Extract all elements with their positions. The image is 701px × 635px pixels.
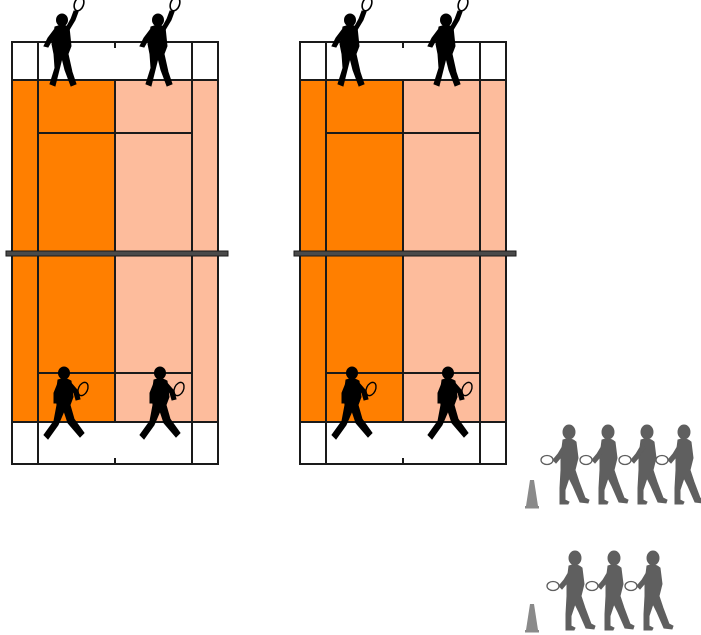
court-right	[294, 0, 516, 464]
waiting-player	[625, 551, 673, 630]
waiting-player	[580, 425, 628, 504]
queue-upper	[525, 425, 701, 509]
queue-lower	[525, 551, 673, 633]
waiting-player	[541, 425, 589, 504]
net	[294, 251, 516, 256]
waiting-player	[656, 425, 701, 504]
court-left	[6, 0, 228, 464]
cone-icon	[525, 480, 539, 509]
waiting-player	[586, 551, 634, 630]
waiting-player	[547, 551, 595, 630]
cone-icon	[525, 604, 539, 633]
net	[6, 251, 228, 256]
